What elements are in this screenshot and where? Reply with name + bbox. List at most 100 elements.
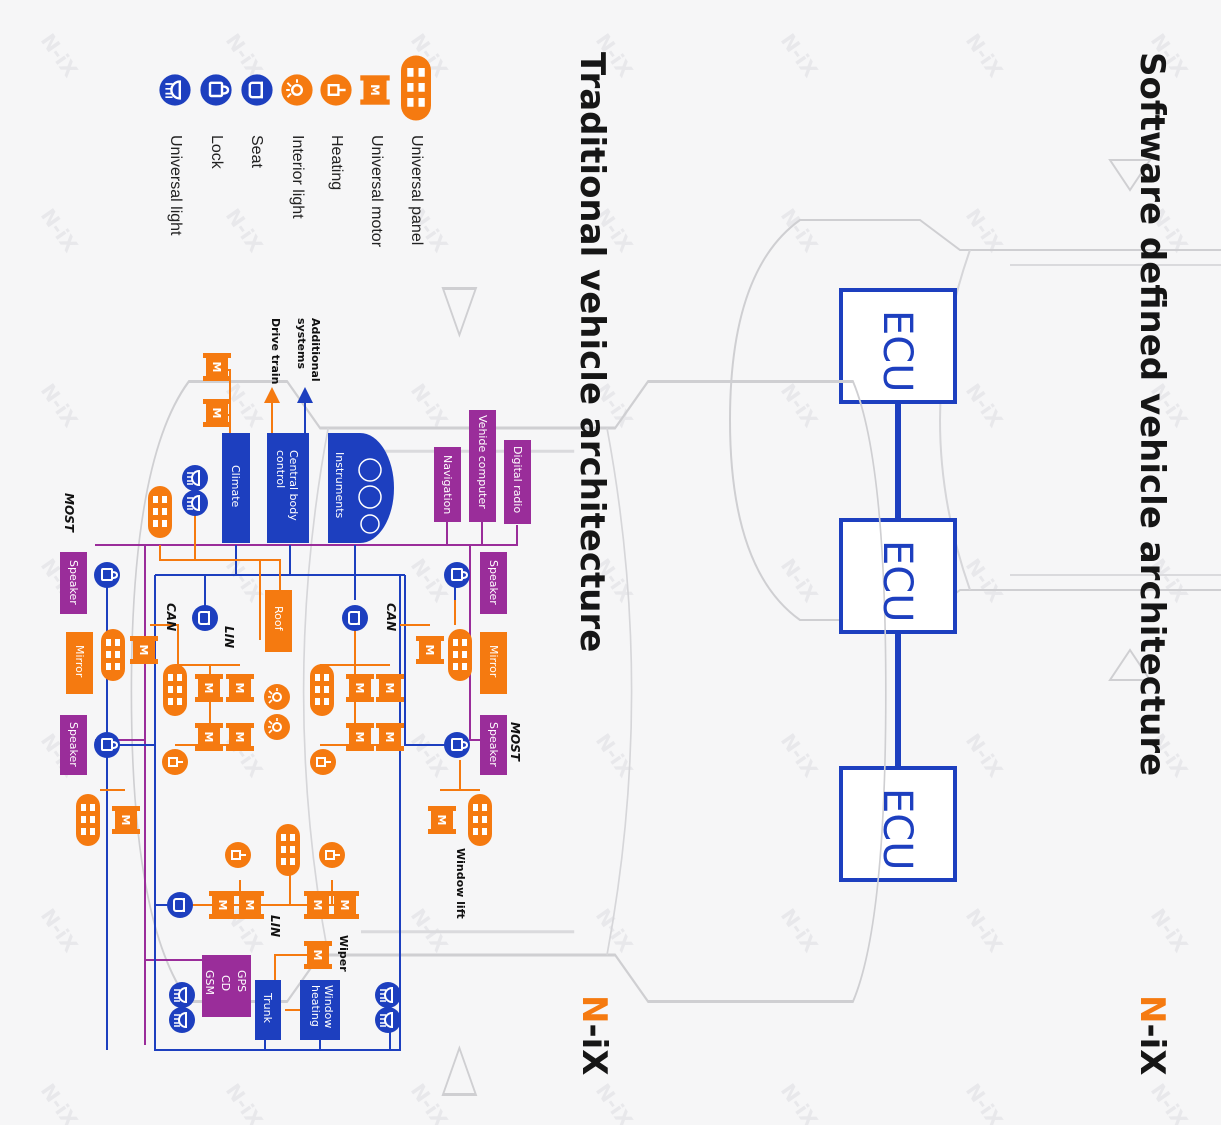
watermark-text: N-iX bbox=[961, 904, 1008, 957]
universal-panel-icon bbox=[76, 794, 100, 846]
motor-icon bbox=[130, 636, 158, 664]
universal-panel-icon bbox=[276, 824, 300, 876]
lock-icon bbox=[199, 73, 233, 107]
sdv-title: Software defined vehicle architecture bbox=[1132, 52, 1172, 777]
universal-light-icon bbox=[168, 1006, 196, 1034]
interior-light-icon bbox=[263, 683, 291, 711]
motor-icon bbox=[346, 674, 374, 702]
ecu-box-2 bbox=[839, 518, 957, 634]
motor-icon bbox=[203, 353, 231, 381]
mirror-label-right: Mirror bbox=[487, 645, 500, 678]
legend-icons bbox=[158, 55, 431, 121]
motor-icon bbox=[226, 674, 254, 702]
window-heating-label: Window heating bbox=[309, 985, 335, 1029]
speaker-label-rl: Speaker bbox=[67, 722, 80, 767]
window-heating-block bbox=[300, 980, 340, 1040]
speaker-block-fl bbox=[60, 552, 87, 614]
lock-icon bbox=[93, 561, 121, 589]
interior-light-icon bbox=[280, 73, 314, 107]
instruments-label: Instruments bbox=[333, 452, 346, 519]
logo-sdv: N-iX bbox=[1132, 995, 1172, 1076]
trunk-label: Trunk bbox=[261, 993, 274, 1023]
digital-radio-block bbox=[504, 440, 531, 524]
universal-panel-icon bbox=[448, 629, 472, 681]
modules bbox=[60, 410, 531, 1040]
motor-icon bbox=[346, 723, 374, 751]
mirror-label-left: Mirror bbox=[73, 645, 86, 678]
watermark-text: N-iX bbox=[961, 729, 1008, 782]
heating-icon bbox=[161, 748, 189, 776]
seat-icon bbox=[191, 604, 219, 632]
motor-icon bbox=[236, 891, 264, 919]
universal-panel-icon bbox=[310, 664, 334, 716]
sdv-ecu-chain bbox=[839, 288, 957, 882]
watermark-text: N-iX bbox=[36, 1079, 83, 1125]
heating-icon bbox=[318, 841, 346, 869]
gps-block bbox=[234, 955, 251, 1017]
legend-lock: Lock bbox=[208, 135, 225, 169]
motor-icon bbox=[428, 806, 456, 834]
ecu-label-3: ECU bbox=[874, 788, 920, 871]
motor-icon bbox=[195, 723, 223, 751]
lock-icon bbox=[443, 561, 471, 589]
window-lift-label: Window lift bbox=[454, 848, 467, 919]
universal-panel-icon bbox=[401, 55, 431, 121]
ecu-box-1 bbox=[839, 288, 957, 404]
speaker-block-rl bbox=[60, 715, 87, 775]
seat-icon bbox=[240, 73, 274, 107]
legend-interior-light: Interior light bbox=[289, 135, 306, 219]
wiring bbox=[95, 369, 518, 1051]
speaker-block-fr bbox=[480, 552, 507, 614]
navigation-label: Navigation bbox=[441, 455, 454, 515]
drive-train-label: Drive train bbox=[269, 318, 282, 385]
vehicle-computer-block bbox=[469, 410, 496, 522]
digital-radio-label: Digital radio bbox=[511, 446, 524, 514]
central-body-control-block bbox=[267, 433, 309, 543]
navigation-block bbox=[434, 447, 461, 522]
cd-block bbox=[218, 955, 235, 1017]
heating-icon bbox=[224, 841, 252, 869]
legend-universal-motor: Universal motor bbox=[368, 135, 385, 248]
traditional-title: Traditional vehicle architecture bbox=[572, 52, 612, 653]
motor-icon bbox=[304, 941, 332, 969]
logo-traditional: N-iX bbox=[574, 995, 614, 1076]
watermark-text: N-iX bbox=[1146, 1079, 1193, 1125]
can-label-right: CAN bbox=[384, 603, 398, 632]
speaker-label-fl: Speaker bbox=[67, 560, 80, 605]
additional-systems-label: Additional systems bbox=[295, 318, 322, 382]
legend-heating: Heating bbox=[328, 135, 345, 191]
mirror-block-right bbox=[480, 632, 507, 694]
wiper-label: Wiper bbox=[337, 935, 350, 972]
watermark-text: N-iX bbox=[961, 379, 1008, 432]
watermark-text: N-iX bbox=[961, 1079, 1008, 1125]
watermark-text: N-iX bbox=[406, 729, 453, 782]
seat-icon bbox=[341, 604, 369, 632]
watermark-text: N-iX bbox=[221, 29, 268, 82]
watermark-text: N-iX bbox=[776, 1079, 823, 1125]
watermark-text: N-iX bbox=[776, 904, 823, 957]
instruments-block bbox=[328, 433, 394, 543]
universal-light-icon bbox=[374, 1006, 402, 1034]
ecu-label-1: ECU bbox=[874, 310, 920, 393]
universal-light-icon bbox=[158, 73, 192, 107]
cd-label: CD bbox=[219, 975, 232, 992]
universal-light-icon bbox=[181, 464, 209, 492]
most-label-right: MOST bbox=[508, 722, 522, 761]
roof-label: Roof bbox=[272, 606, 285, 631]
vehicle-computer-label: Vehide computer bbox=[476, 415, 489, 509]
gps-label: GPS bbox=[235, 970, 248, 993]
most-label-left: MOST bbox=[62, 493, 76, 532]
gsm-block bbox=[202, 955, 219, 1017]
motor-icon bbox=[112, 806, 140, 834]
motor-icon bbox=[195, 674, 223, 702]
universal-motor-icon bbox=[360, 75, 390, 105]
climate-label: Climate bbox=[229, 465, 242, 508]
universal-light-icon bbox=[168, 981, 196, 1009]
watermark-text: N-iX bbox=[776, 554, 823, 607]
universal-panel-icon bbox=[468, 794, 492, 846]
legend-universal-light: Universal light bbox=[167, 135, 184, 236]
motor-icon bbox=[331, 891, 359, 919]
watermark-text: N-iX bbox=[961, 29, 1008, 82]
lin-label-front: LIN bbox=[222, 626, 236, 649]
